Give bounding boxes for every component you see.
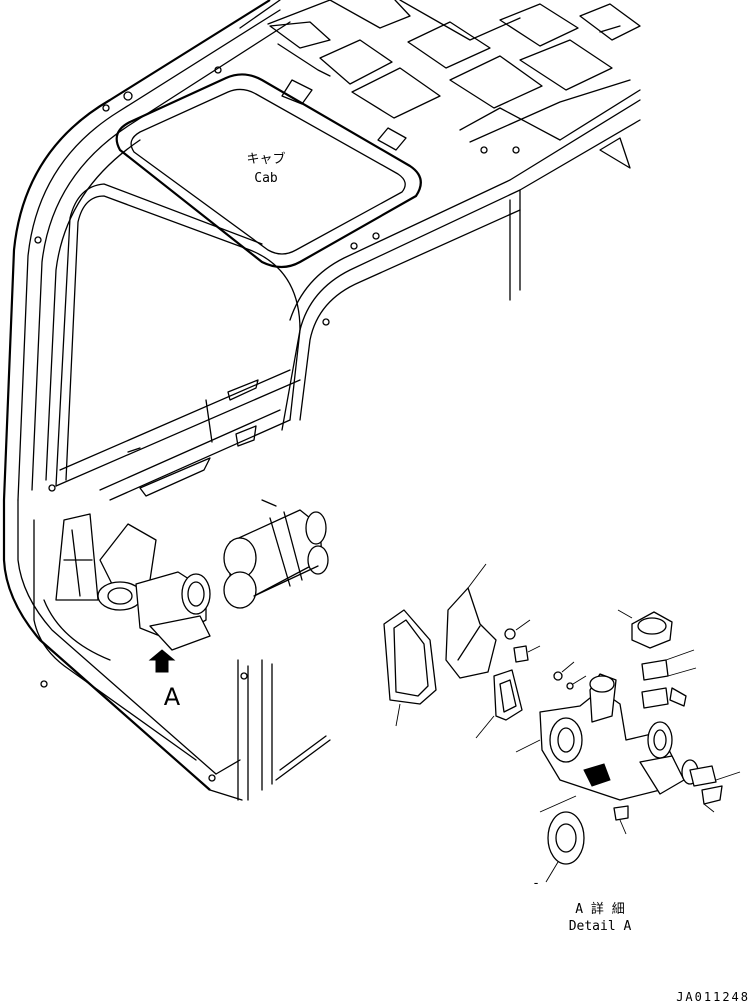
stray-mark: - (532, 876, 540, 891)
roof-panels (103, 0, 640, 249)
detail-a-label-japanese: A 詳 細 (575, 902, 625, 917)
cab-label-japanese: キャブ (246, 152, 286, 167)
cab-label-english: Cab (254, 171, 278, 186)
cab-frame (4, 0, 640, 800)
detail-a-label-english: Detail A (568, 919, 632, 934)
duct-assembly-installed (56, 514, 210, 672)
filter-cylinders (224, 500, 328, 608)
view-a-marker: A (163, 683, 181, 711)
drawing-code: JA011248 (676, 990, 750, 1004)
detail-a-exploded-view (384, 564, 740, 882)
